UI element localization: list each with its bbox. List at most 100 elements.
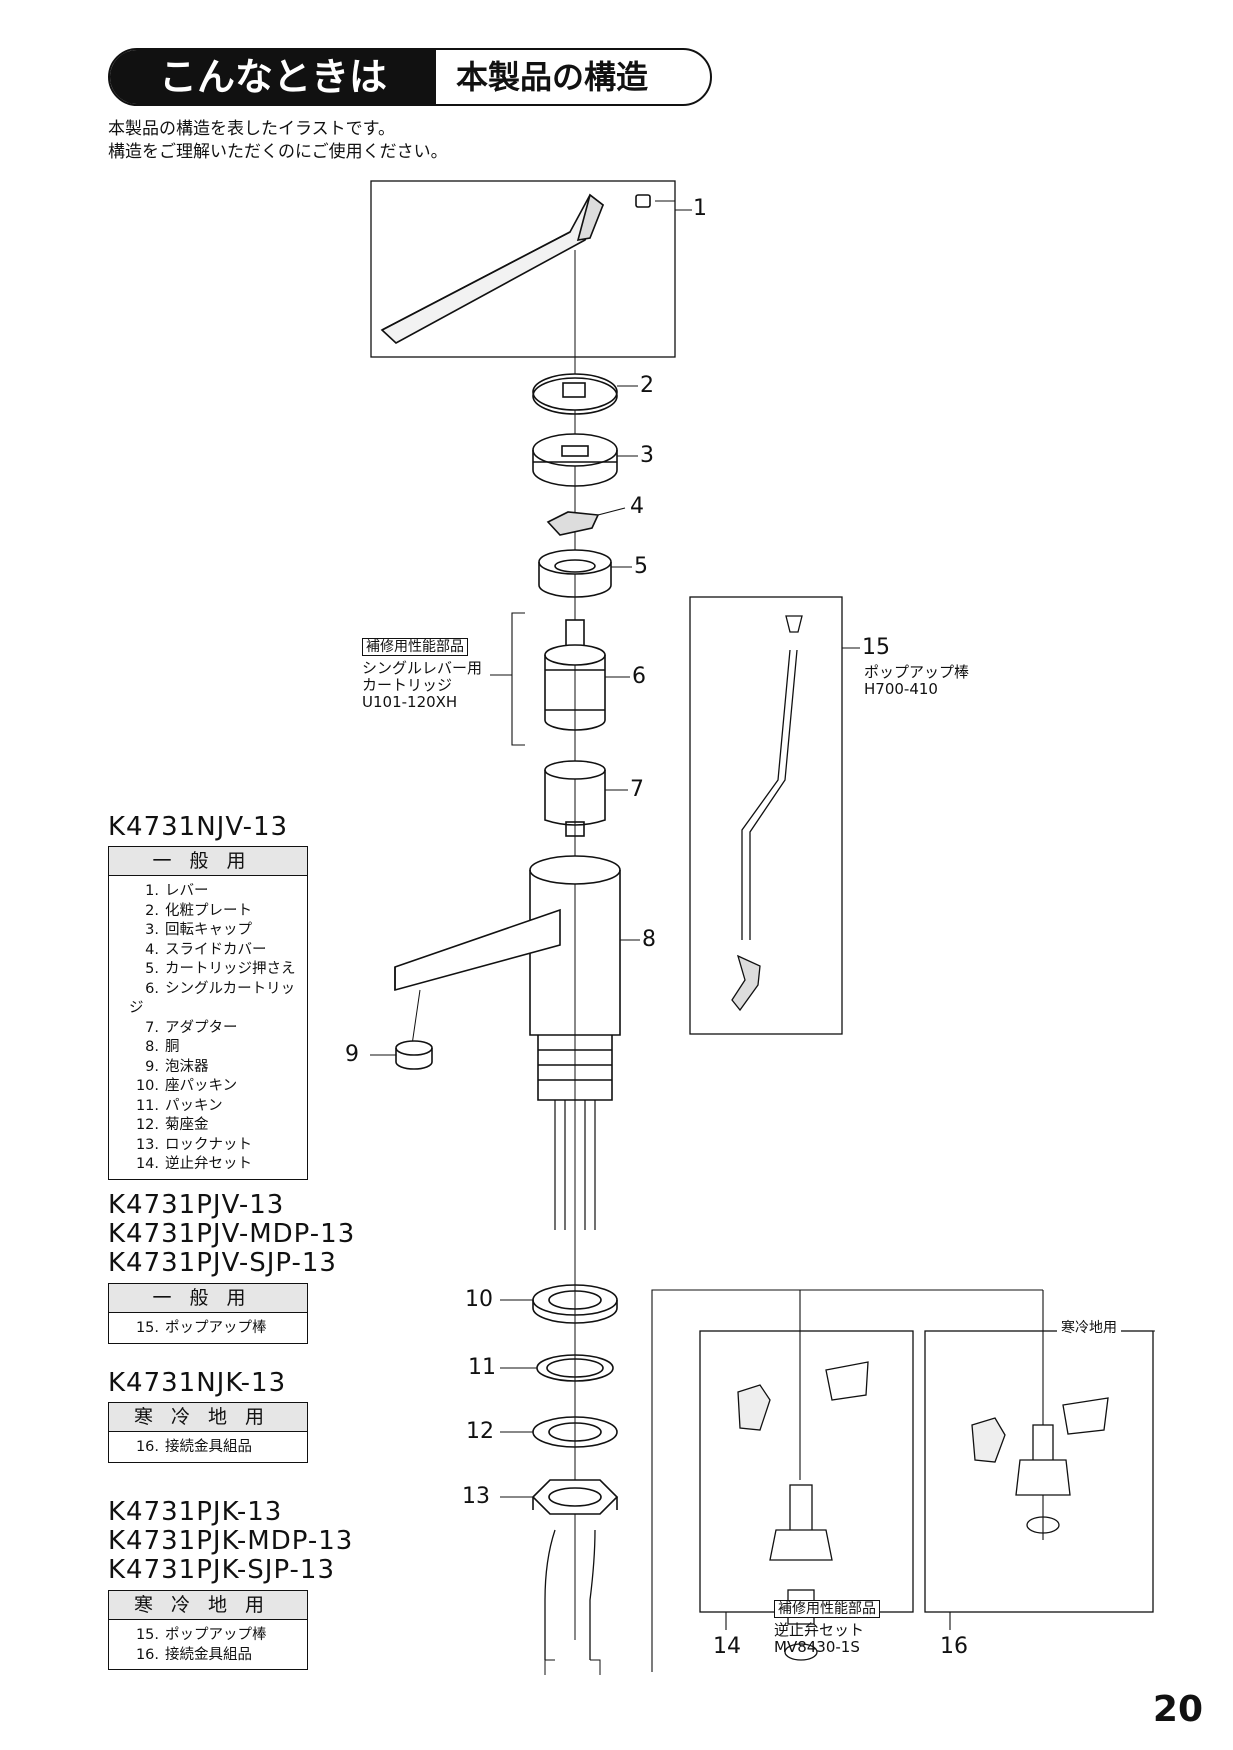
parts-list-item: 3. 回転キャップ bbox=[129, 921, 307, 941]
parts-list: 16.接続金具組品 bbox=[109, 1432, 307, 1462]
item-name: パッキン bbox=[165, 1097, 223, 1114]
part-4-slide-cover bbox=[546, 511, 600, 536]
item-name: 逆止弁セット bbox=[165, 1156, 252, 1172]
parts-table-cold: 寒冷地用 16.接続金具組品 bbox=[108, 1402, 308, 1463]
part-2-plate bbox=[532, 373, 618, 415]
item-number: 12. bbox=[135, 1117, 159, 1133]
item-number: 11. bbox=[135, 1097, 159, 1114]
check-valve-box bbox=[699, 1330, 914, 1613]
parts-list-item: 15.ポップアップ棒 bbox=[129, 1626, 307, 1646]
callout-5: 5 bbox=[634, 554, 648, 579]
note-line: カートリッジ bbox=[362, 676, 453, 694]
item-number: 9. bbox=[145, 1058, 159, 1075]
model-name: K4731PJK-SJP-13 bbox=[108, 1555, 336, 1585]
item-name: ポップアップ棒 bbox=[165, 1627, 267, 1643]
part-6-cartridge bbox=[544, 619, 606, 731]
item-number: 13. bbox=[135, 1136, 159, 1153]
part-5-holder bbox=[538, 549, 612, 598]
intro-line-1: 本製品の構造を表したイラストです。 bbox=[108, 119, 395, 139]
parts-list-item: 5. カートリッジ押さえ bbox=[129, 960, 307, 980]
item-number: 3. bbox=[145, 922, 159, 938]
repair-part-tag: 補修用性能部品 bbox=[362, 638, 468, 656]
lever-illustration bbox=[380, 193, 651, 376]
item-number: 10. bbox=[135, 1078, 159, 1094]
item-number: 4. bbox=[145, 941, 159, 958]
model-name: K4731PJV-MDP-13 bbox=[108, 1219, 356, 1249]
cold-valve-illustration bbox=[971, 1397, 1109, 1534]
item-number: 6. bbox=[145, 980, 159, 997]
model-name: K4731PJV-SJP-13 bbox=[108, 1248, 337, 1278]
parts-list-item: 14. 逆止弁セット bbox=[129, 1155, 307, 1175]
cold-region-box bbox=[924, 1330, 1154, 1613]
callout-3: 3 bbox=[640, 443, 654, 468]
item-name: カートリッジ押さえ bbox=[165, 961, 296, 977]
item-name: 胴 bbox=[165, 1039, 180, 1055]
part-number: MV8430-1S bbox=[774, 1638, 860, 1656]
parts-list-item: 4.スライドカバー bbox=[129, 941, 307, 961]
part-number: H700-410 bbox=[864, 680, 938, 698]
callout-8: 8 bbox=[642, 927, 656, 952]
table-heading: 一般用 bbox=[109, 847, 307, 876]
callout-6: 6 bbox=[632, 664, 646, 689]
note-line: シングルレバー用 bbox=[362, 659, 483, 677]
callout-15: 15 bbox=[862, 635, 890, 660]
part-13-locknut bbox=[531, 1479, 619, 1515]
parts-table-popup: 一般用 15.ポップアップ棒 bbox=[108, 1283, 308, 1344]
intro-text: 本製品の構造を表したイラストです。 構造をご理解いただくのにご使用ください。 bbox=[108, 118, 448, 164]
item-number: 1. bbox=[145, 883, 159, 899]
part-8-body bbox=[394, 855, 621, 1230]
callout-9: 9 bbox=[345, 1042, 359, 1067]
callout-7: 7 bbox=[630, 777, 644, 802]
table-heading: 寒冷地用 bbox=[109, 1403, 307, 1432]
part-3-cap bbox=[532, 433, 618, 487]
callout-13: 13 bbox=[462, 1484, 490, 1509]
item-number: 14. bbox=[135, 1156, 159, 1172]
parts-list: 15. ポップアップ棒 bbox=[109, 1313, 307, 1343]
item-name: レバー bbox=[165, 883, 209, 899]
callout-1: 1 bbox=[693, 196, 707, 221]
item-name: 菊座金 bbox=[165, 1117, 209, 1133]
popup-rod-box bbox=[689, 596, 843, 1035]
leader-lines bbox=[370, 200, 692, 1498]
parts-list-item: 6.シングルカートリッジ bbox=[129, 980, 307, 1019]
item-name: 接続金具組品 bbox=[165, 1646, 252, 1663]
page-number: 20 bbox=[1152, 1689, 1203, 1730]
model-name: K4731PJK-13 bbox=[108, 1497, 283, 1527]
check-valve-note: 補修用性能部品 逆止弁セット MV8430-1S bbox=[774, 1600, 880, 1656]
popup-rod-note: ポップアップ棒 H700-410 bbox=[864, 664, 969, 698]
section-label: こんなときは bbox=[110, 50, 436, 104]
note-line: 逆止弁セット bbox=[774, 1621, 865, 1639]
parts-list-item: 16.接続金具組品 bbox=[129, 1438, 307, 1458]
part-9-aerator bbox=[395, 989, 433, 1070]
callout-10: 10 bbox=[465, 1287, 493, 1312]
parts-list-item: 11. パッキン bbox=[129, 1097, 307, 1117]
model-name: K4731PJV-13 bbox=[108, 1190, 285, 1220]
parts-list-item: 8.胴 bbox=[129, 1038, 307, 1058]
lever-box bbox=[370, 180, 676, 358]
item-name: 回転キャップ bbox=[165, 922, 252, 938]
table-heading: 寒冷地用 bbox=[109, 1591, 307, 1620]
parts-list-item: 15. ポップアップ棒 bbox=[129, 1319, 307, 1339]
item-number: 15. bbox=[135, 1320, 159, 1336]
parts-list-item: 2.化粧プレート bbox=[129, 902, 307, 922]
item-name: ポップアップ棒 bbox=[165, 1320, 267, 1336]
callout-2: 2 bbox=[640, 373, 654, 398]
callout-12: 12 bbox=[466, 1419, 494, 1444]
parts-list-item: 7.アダプター bbox=[129, 1019, 307, 1039]
item-name: 泡沫器 bbox=[165, 1058, 209, 1075]
note-line: ポップアップ棒 bbox=[864, 663, 970, 681]
part-number: U101-120XH bbox=[362, 693, 458, 711]
parts-list-item: 1. レバー bbox=[129, 882, 307, 902]
item-number: 2. bbox=[145, 902, 159, 919]
callout-14: 14 bbox=[713, 1634, 741, 1659]
parts-list-item: 13.ロックナット bbox=[129, 1136, 307, 1156]
parts-list-item: 10. 座パッキン bbox=[129, 1077, 307, 1097]
parts-list-item: 16.接続金具組品 bbox=[129, 1646, 307, 1666]
item-number: 16. bbox=[135, 1439, 159, 1455]
item-name: 座パッキン bbox=[165, 1078, 238, 1094]
item-number: 5. bbox=[145, 961, 159, 977]
model-name: K4731NJV-13 bbox=[108, 812, 289, 842]
item-name: シングルカートリッジ bbox=[129, 980, 296, 1017]
